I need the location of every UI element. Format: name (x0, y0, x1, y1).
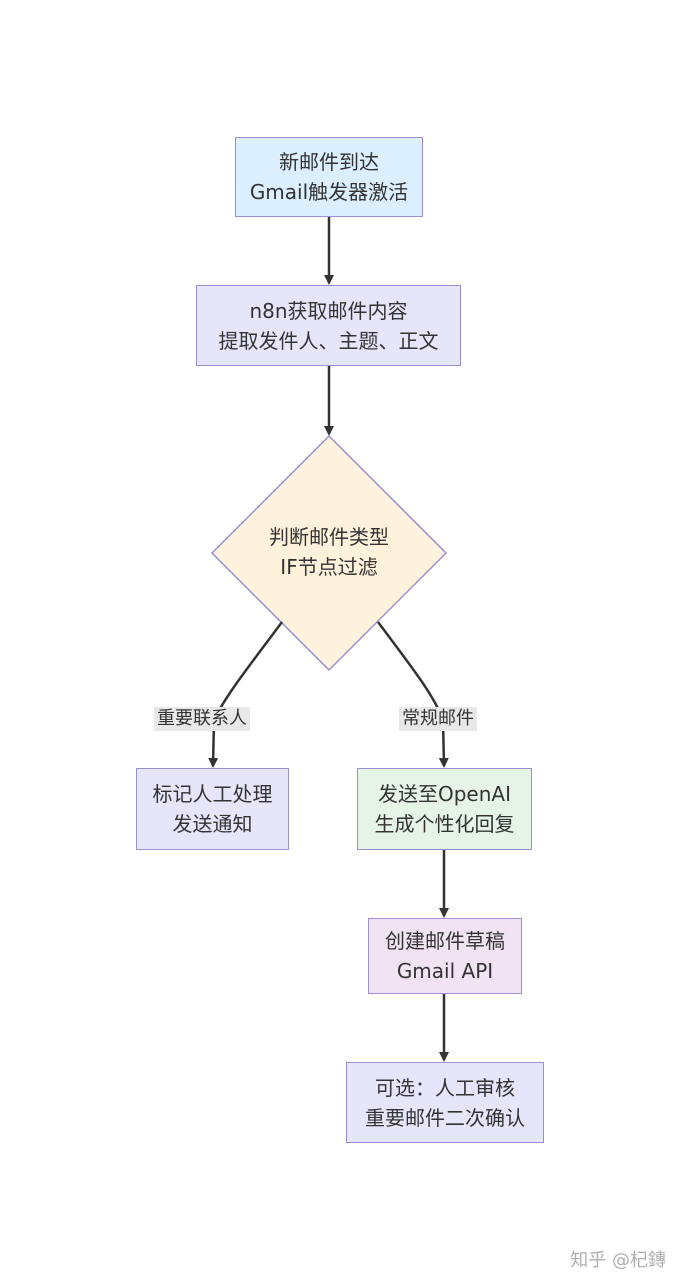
node-optional-review-line1: 可选：人工审核 (375, 1075, 515, 1100)
node-fetch-content-line2: 提取发件人、主题、正文 (218, 328, 439, 353)
node-manual-handling: 标记人工处理 发送通知 (136, 768, 289, 850)
watermark: 知乎 @杞鏄 (570, 1250, 666, 1271)
node-fetch-content: n8n获取邮件内容 提取发件人、主题、正文 (196, 285, 461, 366)
node-judge-type-line2: IF节点过滤 (280, 555, 378, 579)
arrow-decision-to-openai (376, 621, 449, 768)
node-email-arrival: 新邮件到达 Gmail触发器激活 (235, 137, 423, 217)
node-fetch-content-line1: n8n获取邮件内容 (249, 298, 408, 323)
node-create-draft-line2: Gmail API (396, 959, 494, 983)
edge-label-important-contact: 重要联系人 (154, 707, 250, 731)
node-send-openai-line2: 生成个性化回复 (374, 812, 515, 836)
node-send-openai-line1: 发送至OpenAI (378, 782, 511, 806)
node-email-arrival-line1: 新邮件到达 (279, 150, 379, 174)
node-judge-type: 判断邮件类型 IF节点过滤 (225, 520, 433, 584)
node-manual-handling-line1: 标记人工处理 (152, 782, 273, 806)
node-optional-review-line2: 重要邮件二次确认 (365, 1105, 525, 1130)
edge-label-regular-email: 常规邮件 (399, 707, 477, 731)
node-manual-handling-line2: 发送通知 (172, 812, 253, 836)
arrow-decision-to-manual (208, 621, 284, 768)
node-create-draft-line1: 创建邮件草稿 (385, 929, 505, 953)
decision-diamond (210, 434, 448, 672)
node-judge-type-line1: 判断邮件类型 (269, 525, 389, 549)
node-email-arrival-line2: Gmail触发器激活 (249, 180, 409, 204)
node-optional-review: 可选：人工审核 重要邮件二次确认 (346, 1062, 544, 1143)
node-create-draft: 创建邮件草稿 Gmail API (368, 918, 522, 994)
node-send-openai: 发送至OpenAI 生成个性化回复 (357, 768, 532, 850)
